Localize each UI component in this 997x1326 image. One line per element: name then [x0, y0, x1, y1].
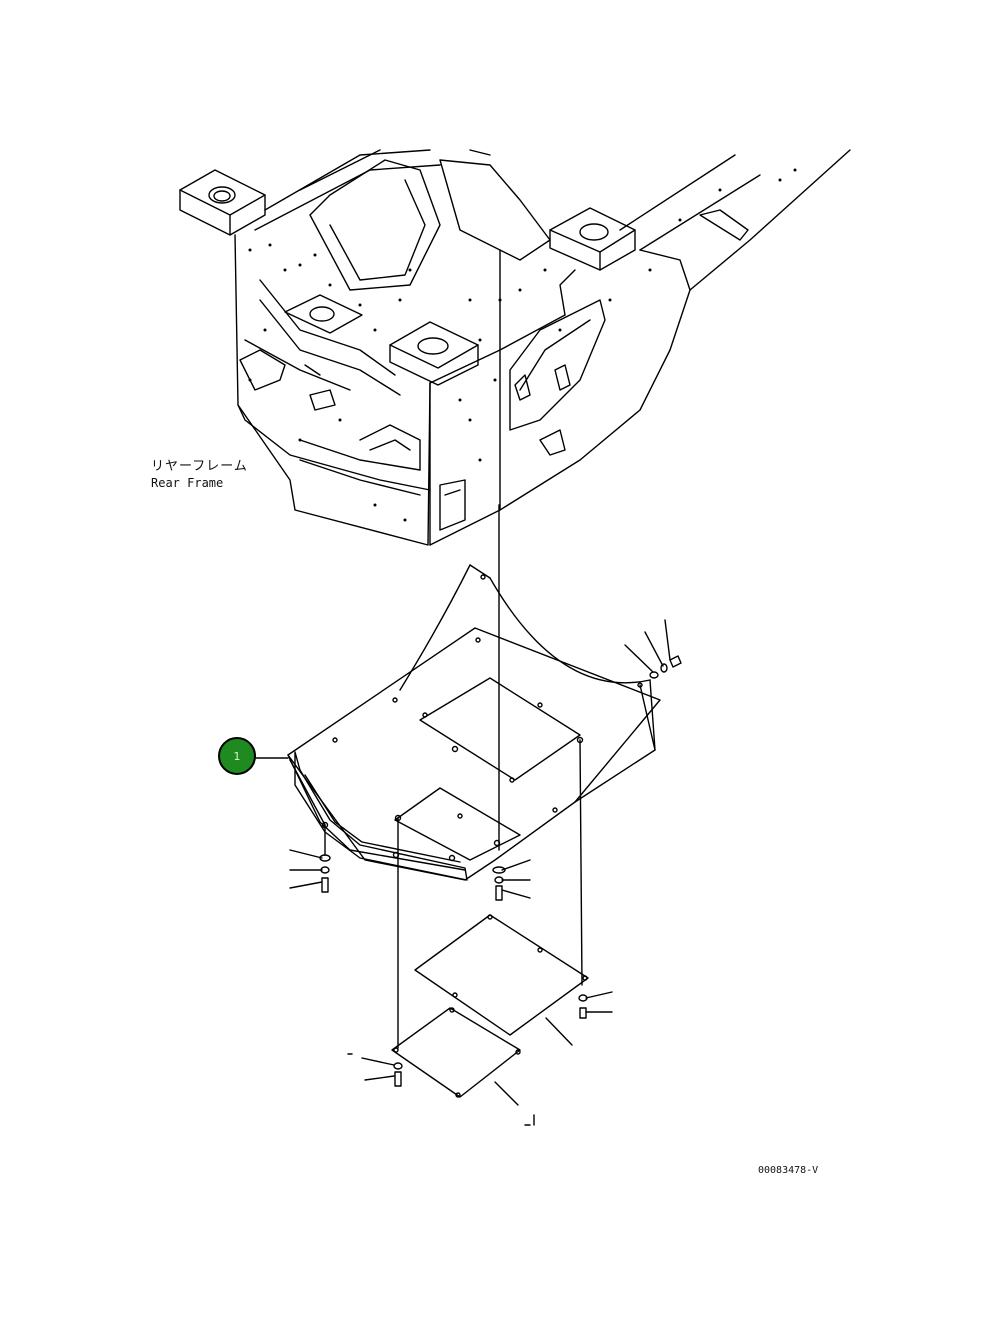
small-cover-a [414, 914, 589, 1046]
bolt-set-cover-a [578, 991, 613, 1019]
bolt-set-left [289, 824, 331, 893]
rear-frame [179, 149, 851, 546]
bolt-set-upper-right [624, 619, 682, 679]
under-cover [287, 564, 661, 881]
bolt-set-cover-b [347, 1053, 403, 1087]
rear-frame-label-jp: リヤーフレーム [151, 459, 248, 474]
part-callout-1[interactable]: 1 [218, 737, 256, 775]
small-cover-b [391, 1007, 521, 1106]
figure-id: 00083478-V [758, 1165, 819, 1176]
bolt-set-center [492, 859, 531, 901]
rear-frame-label: Rear Frame [151, 476, 224, 490]
